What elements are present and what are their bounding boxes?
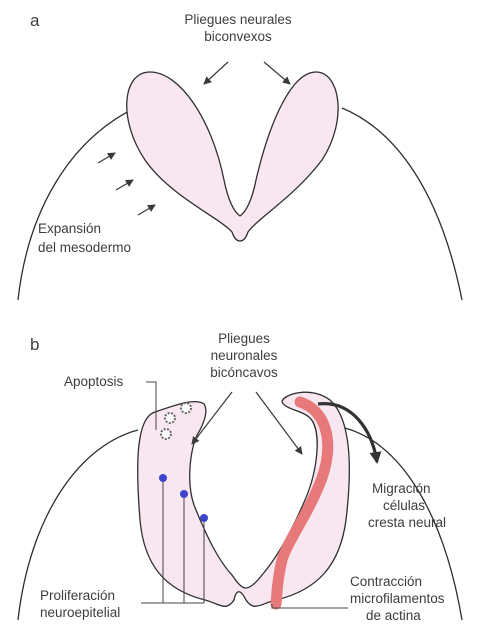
migration-label: Migración [372, 481, 431, 496]
contraction-label: de actina [366, 608, 421, 623]
migration-label: células [383, 498, 425, 513]
panel-b: b Apoptosis Pliegues neuronales bicóncav… [18, 331, 462, 623]
mesoderm-label: del mesodermo [38, 240, 131, 255]
proliferation-label: Proliferación [40, 588, 115, 603]
arrow-icon [116, 180, 133, 190]
fold-title-line: Pliegues [218, 331, 270, 346]
panel-b-fold-title: Pliegues neuronales bicóncavos [210, 331, 278, 380]
proliferation-dot [180, 490, 188, 498]
mesoderm-label: Expansión [38, 221, 101, 236]
arrow-icon [98, 153, 115, 163]
contraction-leader [272, 604, 348, 608]
panel-a-letter: a [30, 11, 40, 30]
apoptotic-cell [165, 413, 175, 423]
arrow-icon [138, 205, 155, 215]
panel-a-neural-folds [127, 72, 338, 241]
proliferation-dot [200, 514, 208, 522]
panel-b-letter: b [30, 335, 39, 354]
contraction-label: Contracción [350, 574, 422, 589]
arrow-left-icon [204, 62, 228, 84]
proliferation-dot [159, 474, 167, 482]
apoptotic-cell [161, 429, 171, 439]
arrow-right-icon [264, 62, 290, 84]
panel-a-embryo-outline [18, 108, 462, 300]
panel-a-fold-title: Pliegues neurales biconvexos [184, 12, 292, 44]
apoptosis-label: Apoptosis [64, 374, 124, 389]
fold-title-line: neuronales [211, 348, 278, 363]
apoptotic-cell [181, 403, 191, 413]
fold-title-line: biconvexos [204, 29, 272, 44]
fold-title-line: bicóncavos [210, 365, 278, 380]
contraction-label: microfilamentos [350, 591, 445, 606]
proliferation-label: neuroepitelial [40, 605, 120, 620]
fold-title-line: Pliegues neurales [184, 12, 292, 27]
panel-a: a Pliegues neurales biconvexos Expansión… [18, 11, 462, 300]
migration-label: cresta neural [368, 515, 446, 530]
